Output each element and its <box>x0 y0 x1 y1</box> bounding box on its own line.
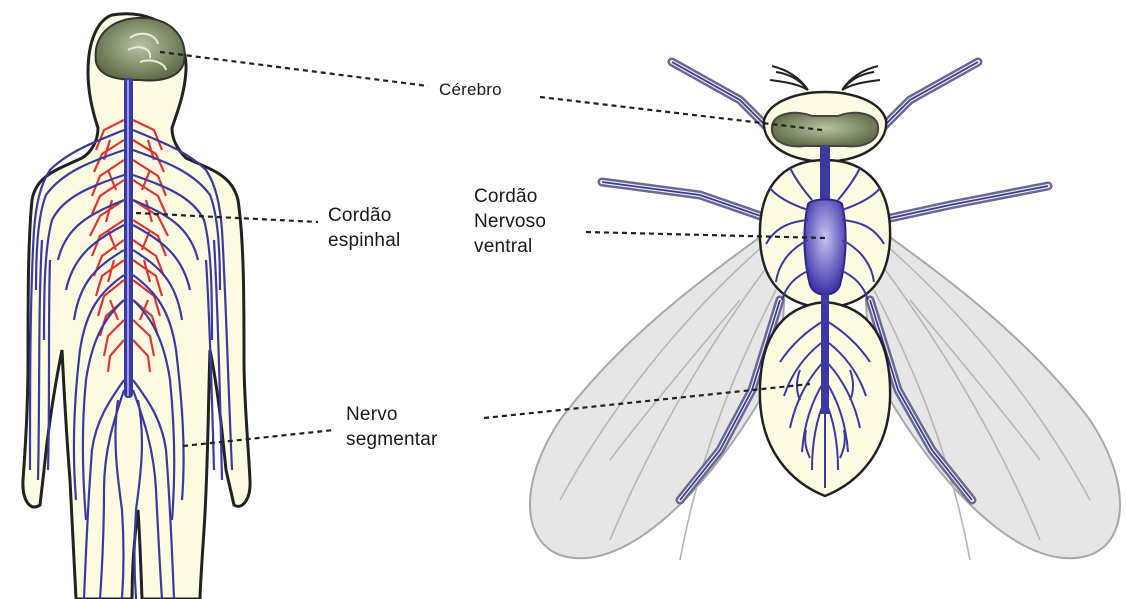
fly-ventral-nerve-cord <box>804 200 845 295</box>
fly-posterior-cord <box>821 294 829 414</box>
fly-brain <box>772 113 878 147</box>
spinal-cord-label: Cordão espinhal <box>328 203 400 253</box>
human-brain <box>96 18 185 81</box>
fly-figure <box>530 62 1120 560</box>
fly-neck-connective <box>820 146 830 206</box>
fly-antennae <box>770 66 880 90</box>
brain-leader-human <box>160 52 428 86</box>
ventral-nerve-cord-label: Cordão Nervoso ventral <box>474 184 546 259</box>
human-figure <box>23 14 250 599</box>
brain-label: Cérebro <box>439 77 502 102</box>
segmental-nerve-label: Nervo segmentar <box>346 402 438 452</box>
